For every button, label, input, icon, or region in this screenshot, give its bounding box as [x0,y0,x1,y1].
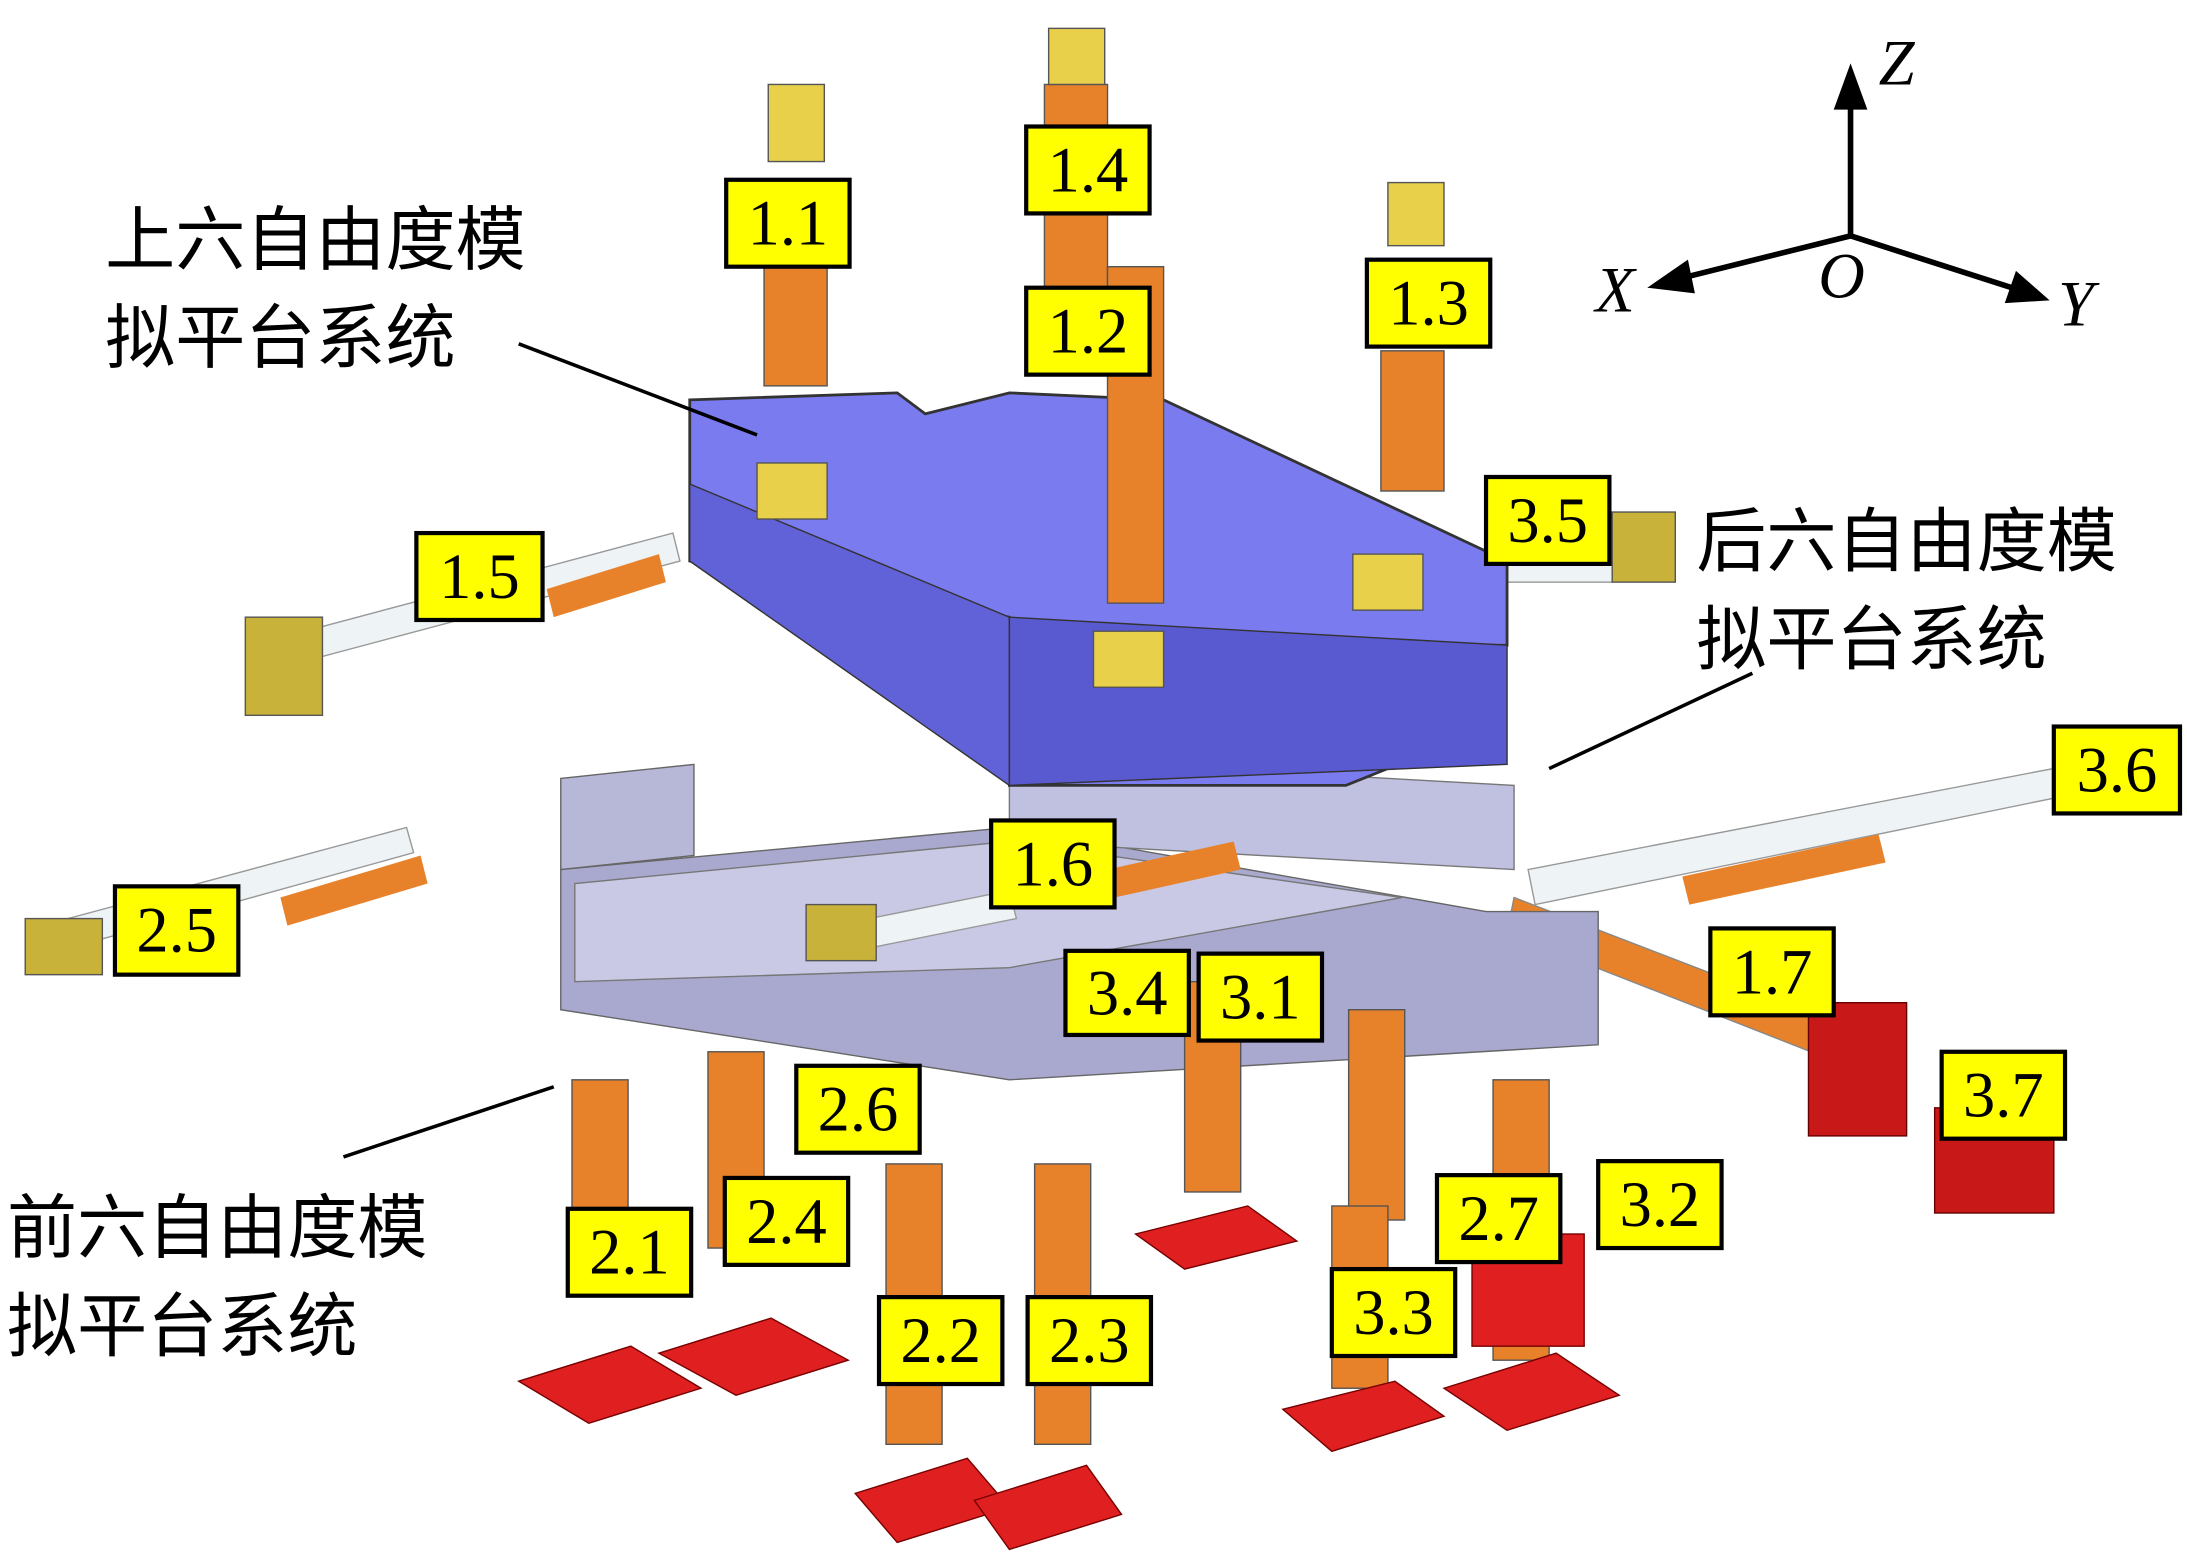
upper-system-label: 上六自由度模 拟平台系统 [105,199,525,379]
y-axis-label: Y [2058,269,2100,340]
label-3-7: 3.7 [1939,1049,2068,1141]
rear-system-line1: 后六自由度模 [1696,500,2116,582]
front-system-line2: 拟平台系统 [7,1285,357,1367]
label-2-2: 2.2 [876,1295,1005,1387]
front-system-line1: 前六自由度模 [7,1187,427,1269]
label-text: 1.1 [748,188,829,259]
label-text: 3.5 [1507,485,1588,556]
front-frame [24,756,1599,1081]
label-text: 3.6 [2077,734,2158,805]
label-text: 1.4 [1048,134,1129,205]
label-2-1: 2.1 [565,1206,694,1298]
upper-system-line1: 上六自由度模 [105,199,525,281]
label-text: 3.7 [1963,1060,2044,1131]
label-3-3: 3.3 [1329,1266,1458,1359]
label-3-2: 3.2 [1596,1159,1724,1251]
label-2-3: 2.3 [1025,1295,1154,1387]
label-2-6: 2.6 [794,1063,922,1155]
label-1-1: 1.1 [724,177,852,269]
label-1-5: 1.5 [414,530,545,623]
label-text: 1.5 [439,541,520,612]
label-text: 3.3 [1353,1277,1434,1348]
upper-system-line2: 拟平台系统 [105,297,455,379]
label-text: 1.2 [1048,296,1129,367]
label-text: 1.6 [1013,828,1094,899]
label-text: 3.4 [1087,957,1168,1028]
rear-system-line2: 拟平台系统 [1696,598,2046,680]
label-text: 2.1 [589,1217,670,1288]
label-3-1: 3.1 [1196,951,1325,1043]
label-text: 2.7 [1458,1183,1539,1254]
rear-system-label: 后六自由度模 拟平台系统 [1696,500,2116,680]
x-axis-label: X [1592,255,1637,326]
label-text: 3.2 [1620,1169,1701,1240]
label-3-5: 3.5 [1483,474,1612,567]
label-text: 1.3 [1388,268,1469,339]
label-2-5: 2.5 [112,884,241,977]
label-1-2: 1.2 [1024,285,1152,377]
z-axis-label: Z [1879,27,1916,98]
label-2-7: 2.7 [1434,1173,1563,1265]
coordinate-axes [1647,63,2050,304]
origin-label: O [1818,241,1865,312]
label-text: 2.5 [136,894,217,965]
label-1-7: 1.7 [1708,926,1836,1018]
label-3-4: 3.4 [1063,948,1191,1038]
label-2-4: 2.4 [722,1175,851,1267]
label-text: 1.7 [1732,936,1813,1007]
rear-actuators [1261,511,2083,1214]
label-1-4: 1.4 [1024,124,1152,216]
leader-lines [342,342,1754,1159]
label-text: 3.1 [1220,962,1301,1033]
label-text: 2.2 [900,1305,981,1376]
label-1-3: 1.3 [1364,257,1493,349]
label-1-6: 1.6 [989,818,1117,910]
label-text: 2.3 [1049,1305,1130,1376]
label-3-6: 3.6 [2051,724,2183,816]
label-text: 2.4 [746,1186,827,1257]
front-system-label: 前六自由度模 拟平台系统 [7,1187,427,1367]
label-text: 2.6 [818,1074,899,1145]
